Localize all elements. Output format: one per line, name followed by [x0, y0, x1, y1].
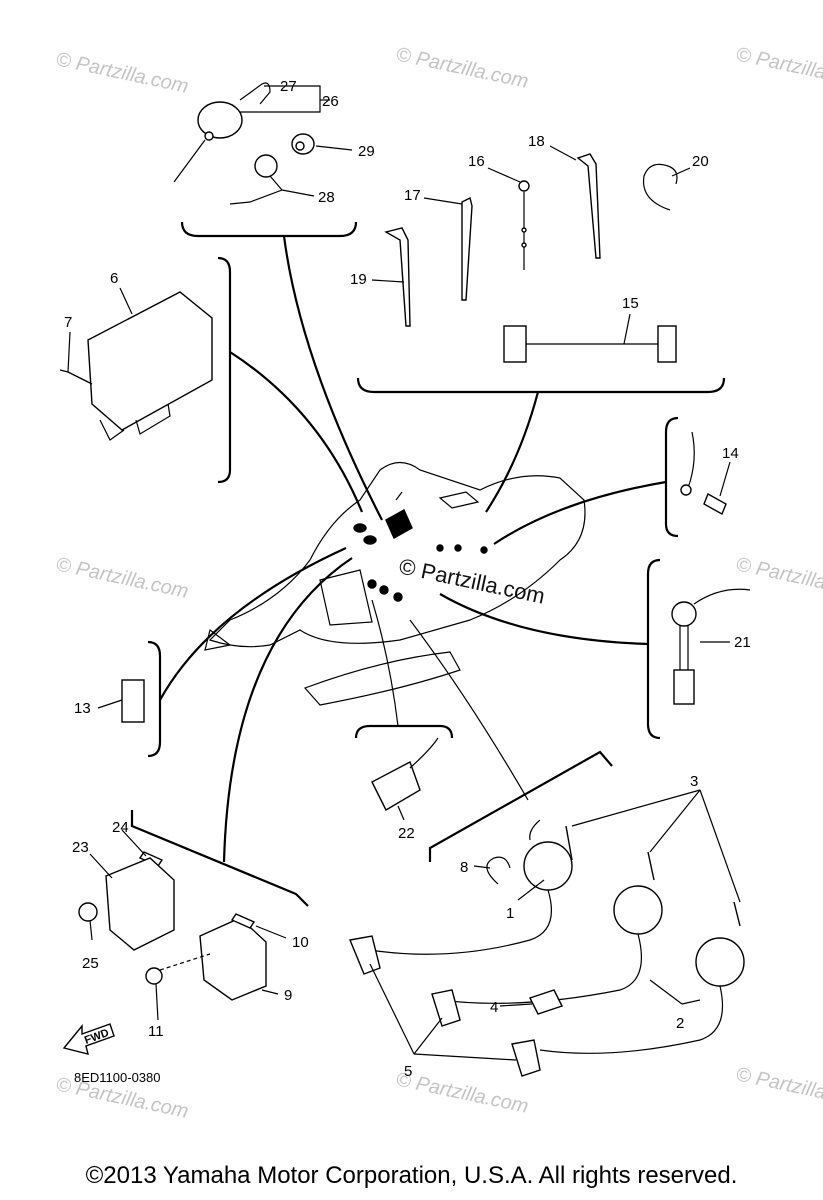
part-sensor-21 [671, 588, 751, 705]
watermark: © Partzilla.com [394, 1068, 530, 1118]
watermark: © Partzilla.com [734, 553, 823, 603]
part-unit-9 [199, 917, 267, 1001]
callout-25: 25 [82, 955, 99, 972]
part-lamp [229, 154, 284, 205]
watermark: © Partzilla.com [54, 48, 190, 98]
part-ecu-6 [87, 291, 213, 441]
callout-4: 4 [490, 999, 498, 1016]
part-screw-7 [59, 369, 93, 385]
watermark: © Partzilla.com [394, 43, 530, 93]
part-ignition-coil-1 [369, 819, 573, 955]
part-ignition-coil-2b [539, 937, 745, 1054]
callout-10: 10 [292, 934, 309, 951]
callout-5: 5 [404, 1063, 412, 1080]
watermark: © Partzilla.com [734, 1063, 823, 1113]
part-band-19 [384, 227, 411, 327]
watermark: © Partzilla.com [54, 553, 190, 603]
part-bolt-14 [703, 493, 727, 515]
watermark: © Partzilla.com [734, 43, 823, 93]
part-nut-11 [145, 967, 163, 985]
callout-labels: 1 2 3 4 5 6 7 8 9 10 11 13 14 15 16 17 1… [64, 78, 751, 1080]
part-main-switch [173, 82, 271, 183]
callout-7: 7 [64, 314, 72, 331]
part-clip-8 [486, 856, 511, 885]
part-cap-5c [511, 1039, 541, 1077]
part-holder-4 [529, 989, 563, 1015]
fwd-label: FWD [83, 1027, 111, 1047]
part-clamp-16 [518, 180, 530, 270]
part-band-17 [461, 196, 473, 301]
harness-wires [159, 235, 667, 863]
callout-20: 20 [692, 153, 709, 170]
callout-16: 16 [468, 153, 485, 170]
part-unit-23 [105, 857, 175, 951]
callout-17: 17 [404, 187, 421, 204]
part-lead-14 [680, 431, 695, 496]
part-connector-13 [121, 679, 145, 723]
part-cap-5b [431, 989, 461, 1027]
callout-26: 26 [322, 93, 339, 110]
part-cap-5a [349, 935, 381, 975]
callout-21: 21 [734, 634, 751, 651]
callout-1: 1 [506, 905, 514, 922]
part-ignition-coil-2a [439, 885, 663, 1004]
part-clip-20 [642, 163, 678, 211]
part-cap [291, 133, 315, 155]
callout-29: 29 [358, 143, 375, 160]
leader-lines [67, 85, 741, 1061]
callout-15: 15 [622, 295, 639, 312]
diagram-code: 8ED1100-0380 [74, 1070, 161, 1085]
copyright-footer: ©2013 Yamaha Motor Corporation, U.S.A. A… [85, 1162, 738, 1189]
callout-9: 9 [284, 987, 292, 1004]
part-nut-25 [78, 902, 98, 922]
callout-2: 2 [676, 1015, 684, 1032]
callout-18: 18 [528, 133, 545, 150]
callout-22: 22 [398, 825, 415, 842]
callout-28: 28 [318, 189, 335, 206]
callout-3: 3 [690, 773, 698, 790]
part-bolt-10 [230, 913, 256, 929]
callout-14: 14 [722, 445, 739, 462]
callout-23: 23 [72, 839, 89, 856]
callout-11: 11 [148, 1023, 164, 1040]
callout-13: 13 [74, 700, 91, 717]
part-band-18 [576, 153, 601, 259]
watermark-main: © Partzilla.com [397, 553, 547, 608]
callout-24: 24 [112, 819, 129, 836]
part-condenser-22 [371, 737, 439, 811]
callout-8: 8 [460, 859, 468, 876]
fwd-arrow-icon: FWD [62, 1023, 115, 1055]
part-plate-15 [503, 325, 677, 363]
part-screws-3 [565, 825, 741, 927]
callout-6: 6 [110, 270, 118, 287]
main-harness [204, 461, 586, 706]
callout-27: 27 [280, 78, 297, 95]
callout-19: 19 [350, 271, 367, 288]
